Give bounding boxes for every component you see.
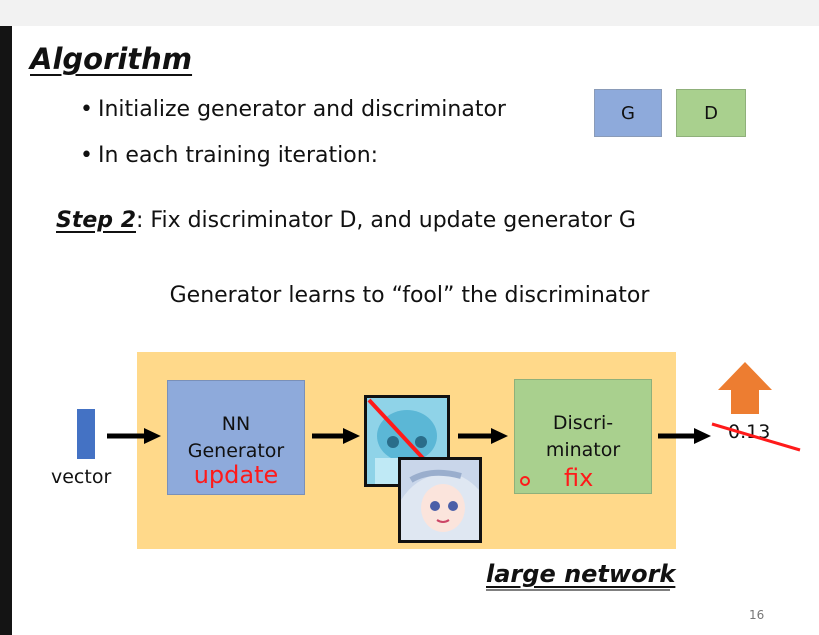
step-text: : Fix discriminator D, and update genera… xyxy=(136,208,636,233)
arrow-image-to-discriminator xyxy=(458,428,508,444)
cursor-dot-icon xyxy=(520,476,530,486)
generator-line2: Generator xyxy=(187,440,285,462)
input-vector xyxy=(77,409,95,459)
bullet-dot-icon: • xyxy=(80,143,93,168)
up-arrow-icon xyxy=(718,362,772,414)
real-image-art xyxy=(401,460,479,540)
generator-block: NN Generator update xyxy=(167,380,305,495)
discriminator-line1: Discri- xyxy=(552,412,614,434)
score-strike-line xyxy=(711,422,801,452)
arrow-generator-to-image xyxy=(312,428,360,444)
step-heading: Step 2: Fix discriminator D, and update … xyxy=(56,208,636,233)
top-band xyxy=(0,0,819,26)
generator-line1: NN xyxy=(221,413,251,435)
generator-update-annotation: update xyxy=(193,461,279,489)
bullet-initialize: •Initialize generator and discriminator xyxy=(80,97,506,122)
large-network-label: large network xyxy=(486,560,676,588)
bullet-text: In each training iteration: xyxy=(98,143,379,168)
diagram-subtitle: Generator learns to “fool” the discrimin… xyxy=(169,283,650,308)
bullet-text: Initialize generator and discriminator xyxy=(98,97,506,122)
generator-box-small: G xyxy=(594,89,662,137)
discriminator-fix-annotation: fix xyxy=(564,464,594,492)
real-anime-image xyxy=(398,457,482,543)
step-label: Step 2 xyxy=(56,208,136,233)
discriminator-box-small: D xyxy=(676,89,746,137)
left-edge-bar xyxy=(0,26,12,635)
bullet-iteration: •In each training iteration: xyxy=(80,143,378,168)
arrow-discriminator-to-score xyxy=(658,428,711,444)
discriminator-line2: minator xyxy=(545,439,621,461)
arrow-vector-to-generator xyxy=(107,428,161,444)
bullet-dot-icon: • xyxy=(80,97,93,122)
slide-title: Algorithm xyxy=(30,42,193,76)
discriminator-block: Discri- minator fix xyxy=(514,379,652,494)
input-vector-label: vector xyxy=(51,466,112,488)
page-number: 16 xyxy=(749,608,765,622)
